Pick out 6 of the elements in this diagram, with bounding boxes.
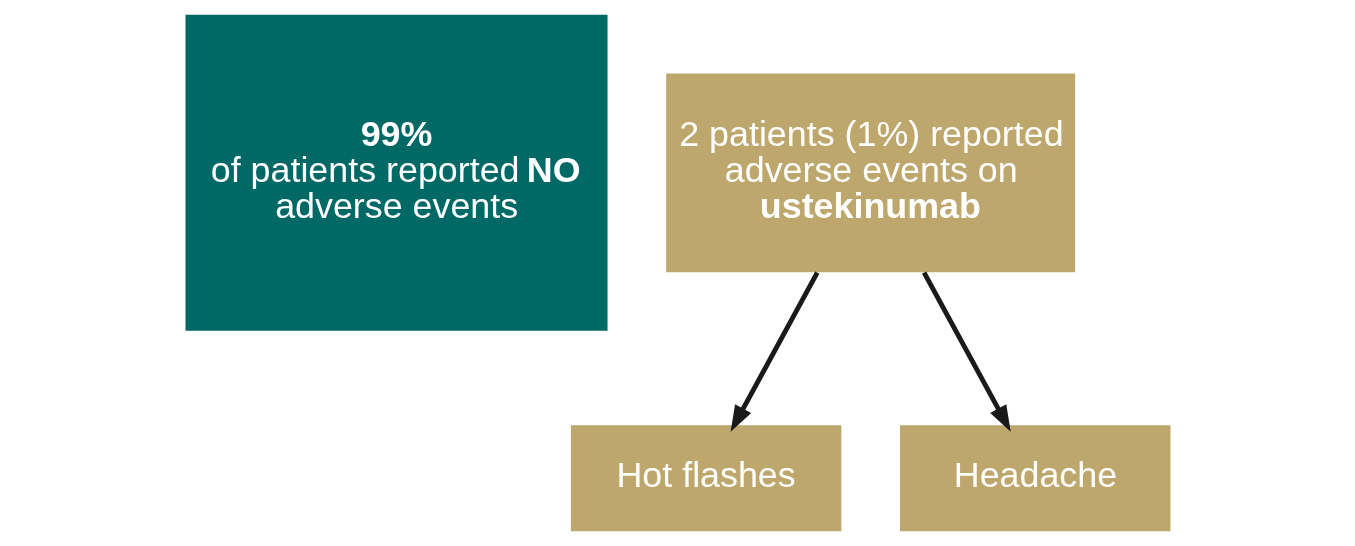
arrow [921, 271, 1011, 432]
node-box: 2 patients (1%) reported adverse events on ustekinumab [665, 73, 1075, 273]
node-box: Hot flashes [570, 425, 841, 532]
node-box: Headache [899, 425, 1170, 532]
node-box: 99% of patients reported NO adverse events [185, 14, 608, 331]
arrow [730, 271, 819, 432]
